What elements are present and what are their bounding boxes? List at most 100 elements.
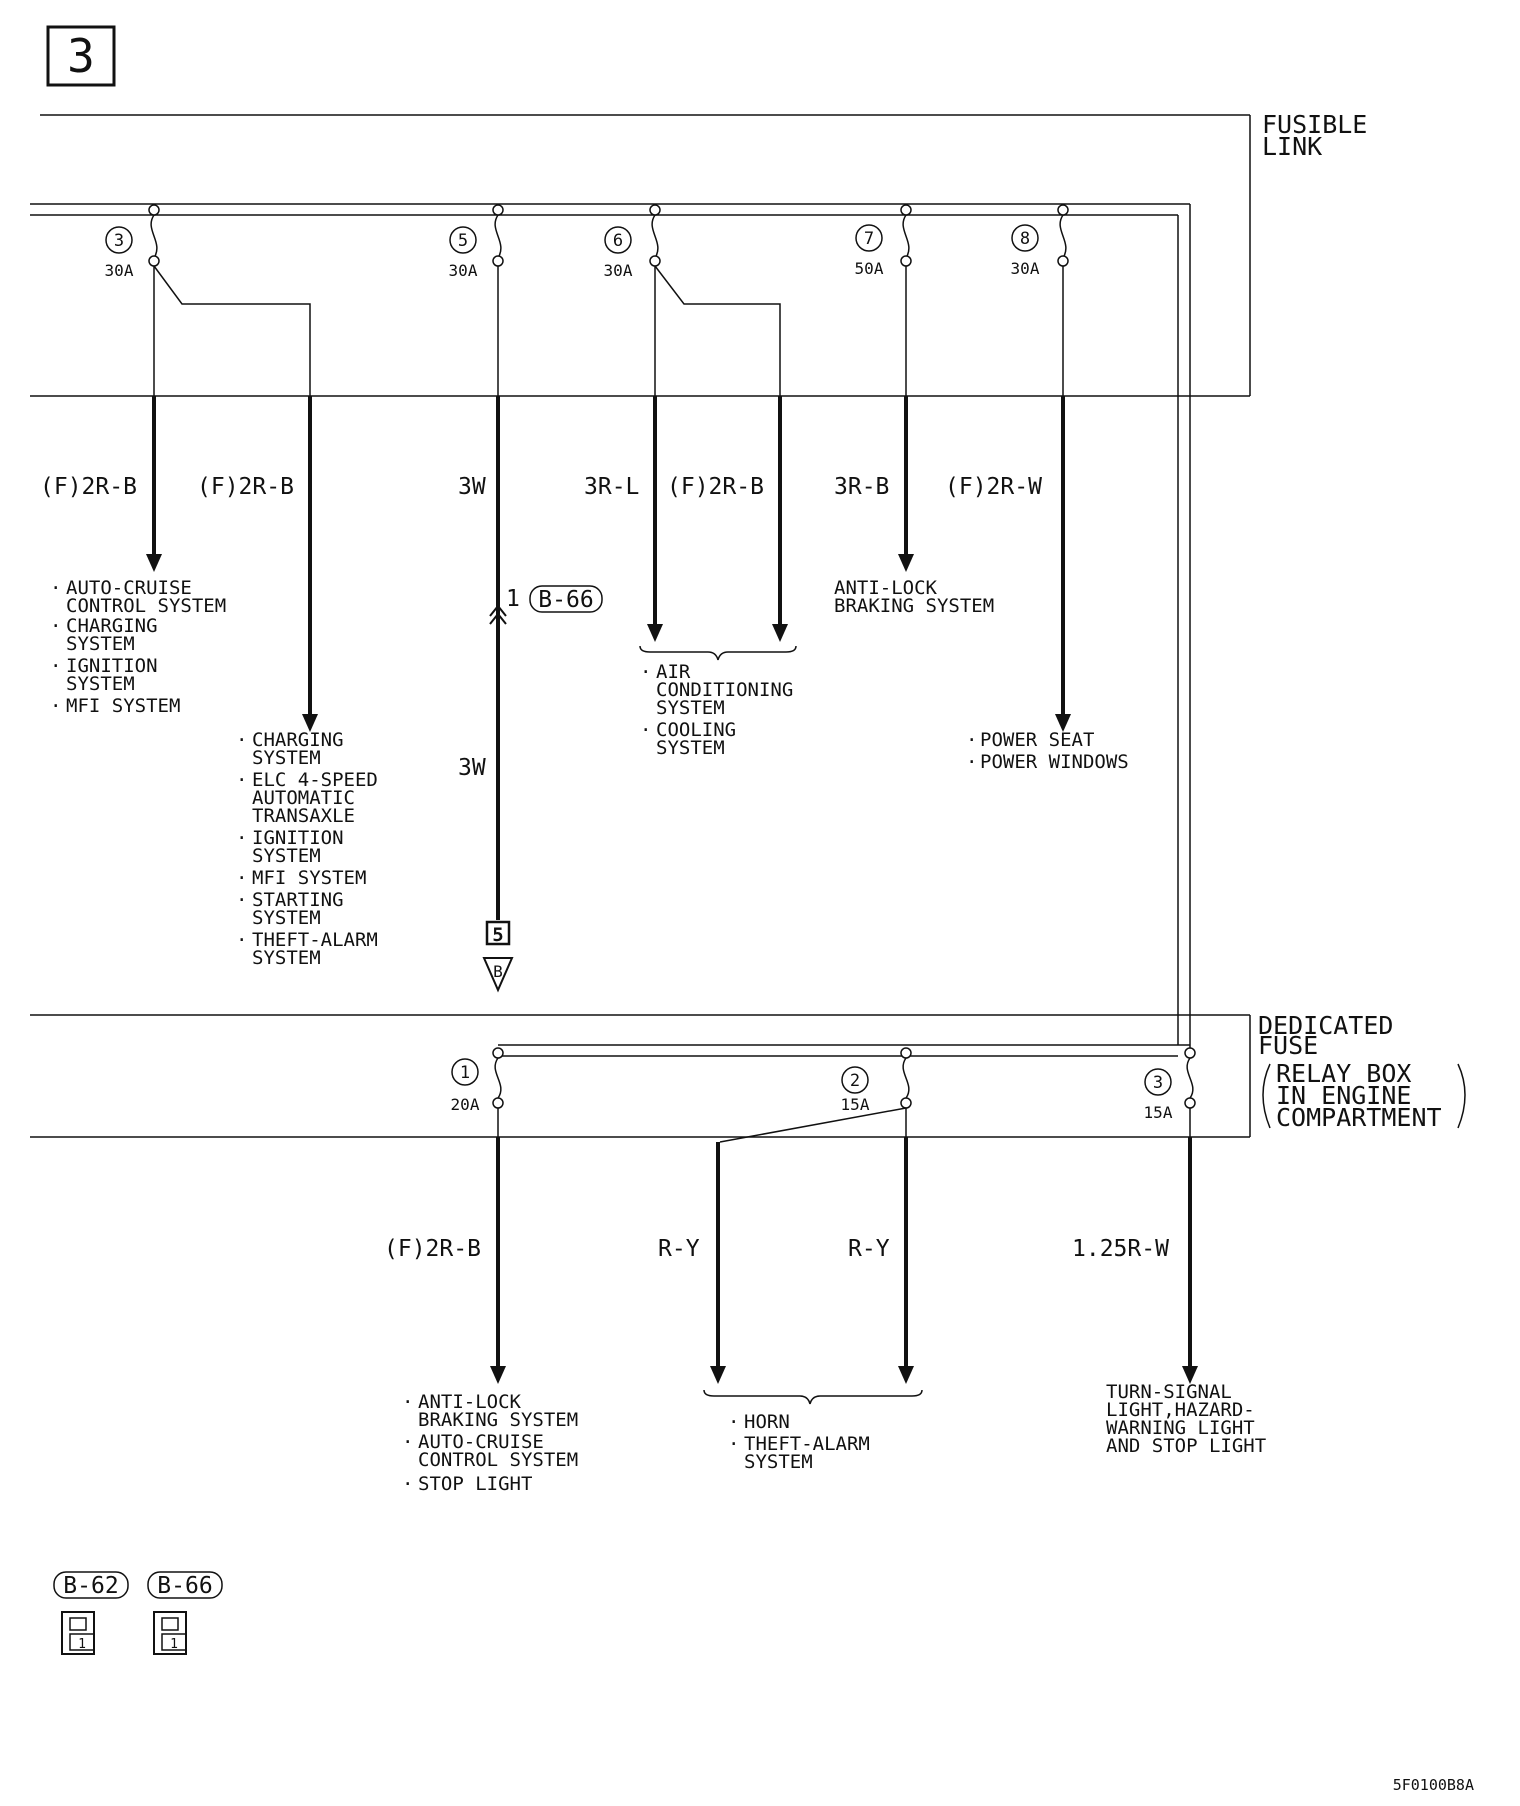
fuse-rating: 30A	[105, 261, 134, 280]
svg-text:SYSTEM: SYSTEM	[252, 907, 321, 929]
page-number: 3	[67, 29, 95, 83]
system-list-7: · HORN · THEFT-ALARM SYSTEM	[728, 1411, 870, 1473]
svg-text:CONDITIONING: CONDITIONING	[656, 679, 793, 701]
system-list-8: TURN-SIGNAL LIGHT,HAZARD- WARNING LIGHT …	[1106, 1381, 1266, 1457]
dedicated-fuse-title-2: FUSE	[1258, 1031, 1318, 1060]
svg-text:·: ·	[728, 1433, 739, 1455]
page-number-box: 3	[46, 25, 116, 87]
lower-bus	[498, 1044, 1191, 1057]
fuse-rating: 30A	[1011, 259, 1040, 278]
svg-text:·: ·	[640, 719, 651, 741]
svg-text:AUTOMATIC: AUTOMATIC	[252, 787, 355, 809]
paren-left	[1262, 1063, 1271, 1129]
system-list-4: ANTI-LOCK BRAKING SYSTEM	[834, 577, 994, 617]
fusible-link-fuse-7: 7 50A	[855, 204, 912, 278]
continue-tri-label: B	[493, 962, 503, 981]
fuse-number: 1	[460, 1063, 470, 1083]
svg-text:·: ·	[640, 661, 651, 683]
svg-text:·: ·	[236, 729, 247, 751]
upper-bus	[30, 203, 1191, 1045]
relay-box-location-3: COMPARTMENT	[1276, 1103, 1442, 1132]
svg-text:·: ·	[236, 889, 247, 911]
svg-text:·: ·	[236, 827, 247, 849]
svg-text:THEFT-ALARM: THEFT-ALARM	[252, 929, 378, 951]
brace	[703, 1389, 923, 1405]
figure-code: 5F0100B8A	[1393, 1776, 1474, 1794]
dedicated-fuse-1: 1 20A	[451, 1047, 504, 1114]
dedicated-fuse-2: 2 15A	[841, 1047, 912, 1114]
svg-text:·: ·	[236, 867, 247, 889]
fusible-link-title-1: FUSIBLE	[1262, 110, 1367, 139]
fusible-link-title-2: LINK	[1262, 132, 1322, 161]
fuse-number: 8	[1020, 229, 1030, 249]
svg-text:THEFT-ALARM: THEFT-ALARM	[744, 1433, 870, 1455]
wire-label: (F)2R-B	[384, 1236, 481, 1262]
continuation-marker: 5 B	[482, 920, 514, 993]
fusible-link-fuse-3: 3 30A	[105, 204, 160, 280]
svg-text:·: ·	[50, 695, 61, 717]
dedicated-fuse-title-1: DEDICATED	[1258, 1011, 1393, 1040]
brace	[639, 645, 797, 661]
svg-text:·: ·	[966, 751, 977, 773]
svg-text:AIR: AIR	[656, 661, 691, 683]
svg-text:BRAKING SYSTEM: BRAKING SYSTEM	[418, 1409, 578, 1431]
svg-text:SYSTEM: SYSTEM	[656, 697, 725, 719]
fuse-number: 7	[864, 229, 874, 249]
svg-text:ANTI-LOCK: ANTI-LOCK	[834, 577, 938, 599]
fuse-rating: 30A	[604, 261, 633, 280]
relay-box-location-1: RELAY BOX	[1276, 1059, 1411, 1088]
svg-text:TRANSAXLE: TRANSAXLE	[252, 805, 355, 827]
svg-text:POWER WINDOWS: POWER WINDOWS	[980, 751, 1129, 773]
system-list-2: · CHARGING SYSTEM · ELC 4-SPEED AUTOMATI…	[236, 729, 378, 969]
svg-text:IGNITION: IGNITION	[66, 655, 158, 677]
svg-text:COOLING: COOLING	[656, 719, 736, 741]
svg-text:CHARGING: CHARGING	[66, 615, 158, 637]
fuse-number: 5	[458, 231, 468, 251]
wire-label: R-Y	[848, 1236, 890, 1262]
wire-label: 3R-B	[834, 474, 889, 500]
system-list-5: · POWER SEAT · POWER WINDOWS	[966, 729, 1129, 773]
fuse-rating: 15A	[841, 1095, 870, 1114]
fuse-number: 3	[114, 231, 124, 251]
fusible-link-block	[30, 114, 1251, 397]
upper-arrowheads	[146, 554, 1071, 732]
connector-ref: B-66	[538, 587, 593, 613]
svg-text:IGNITION: IGNITION	[252, 827, 344, 849]
svg-text:SYSTEM: SYSTEM	[66, 673, 135, 695]
paren-right	[1457, 1063, 1466, 1129]
fuse-rating: 30A	[449, 261, 478, 280]
svg-text:HORN: HORN	[744, 1411, 790, 1433]
connector-id: B-66	[157, 1573, 212, 1599]
connector-id: B-62	[63, 1573, 118, 1599]
svg-text:WARNING LIGHT: WARNING LIGHT	[1106, 1417, 1255, 1439]
dedicated-fuse-3: 3 15A	[1144, 1047, 1196, 1122]
fuse-number: 2	[850, 1071, 860, 1091]
system-list-6: · ANTI-LOCK BRAKING SYSTEM · AUTO-CRUISE…	[402, 1391, 578, 1495]
dedicated-fuse-block	[30, 1014, 1251, 1138]
svg-text:·: ·	[402, 1391, 413, 1413]
svg-text:STARTING: STARTING	[252, 889, 344, 911]
connector-pin: 1	[506, 586, 520, 612]
svg-text:SYSTEM: SYSTEM	[252, 947, 321, 969]
wire-label: (F)2R-W	[945, 474, 1042, 500]
continue-box-label: 5	[492, 924, 503, 946]
svg-text:TURN-SIGNAL: TURN-SIGNAL	[1106, 1381, 1232, 1403]
svg-text:·: ·	[728, 1411, 739, 1433]
svg-text:MFI SYSTEM: MFI SYSTEM	[252, 867, 366, 889]
system-list-3: · AIR CONDITIONING SYSTEM · COOLING SYST…	[640, 661, 793, 759]
fuse-number: 6	[613, 231, 623, 251]
svg-text:SYSTEM: SYSTEM	[744, 1451, 813, 1473]
connector-pin: 1	[78, 1637, 86, 1652]
fuse-rating: 50A	[855, 259, 884, 278]
svg-text:ANTI-LOCK: ANTI-LOCK	[418, 1391, 522, 1413]
wire-label: (F)2R-B	[667, 474, 764, 500]
system-list-1: · AUTO-CRUISE CONTROL SYSTEM · CHARGING …	[50, 577, 226, 717]
svg-text:BRAKING SYSTEM: BRAKING SYSTEM	[834, 595, 994, 617]
wire-label: 1.25R-W	[1072, 1236, 1169, 1262]
fuse-number: 3	[1153, 1073, 1163, 1093]
svg-text:CHARGING: CHARGING	[252, 729, 344, 751]
svg-text:POWER SEAT: POWER SEAT	[980, 729, 1094, 751]
wire-label: 3W	[458, 755, 486, 781]
svg-text:·: ·	[236, 769, 247, 791]
svg-text:·: ·	[236, 929, 247, 951]
